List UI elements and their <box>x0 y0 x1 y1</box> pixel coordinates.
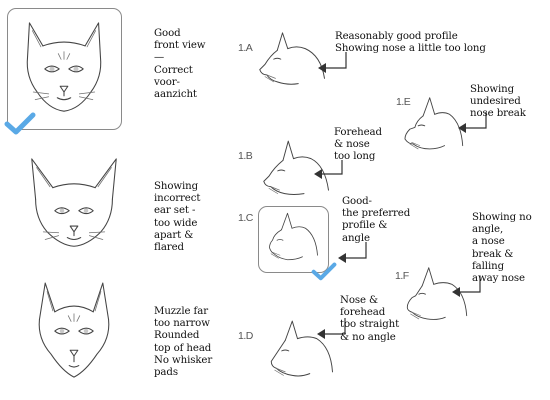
checkmark-icon <box>311 262 337 281</box>
arrow-1e <box>458 112 487 133</box>
caption-1b: Forehead & nose too long <box>334 127 382 163</box>
caption-muzzle: Muzzle far too narrow Rounded top of hea… <box>154 306 213 379</box>
label-1a: 1.A <box>238 42 253 54</box>
caption-1e: Showing undesired nose break <box>470 84 526 120</box>
caption-1f: Showing no angle, a nose break & falling… <box>472 212 532 285</box>
caption-1d: Nose & forehead too straight & no angle <box>340 295 400 343</box>
profile-1f-drawing <box>406 267 468 320</box>
checkmark-icon <box>4 112 36 135</box>
label-1e: 1.E <box>396 96 411 108</box>
caption-good-front: Good front view — Correct voor- aanzicht <box>154 28 206 101</box>
arrow-1a <box>318 52 347 73</box>
label-1b: 1.B <box>238 150 253 162</box>
caption-ear-set: Showing incorrect ear set - too wide apa… <box>154 181 201 254</box>
preferred-profile-frame <box>258 206 329 273</box>
caption-1a: Reasonably good profile Showing nose a l… <box>335 31 486 55</box>
caption-1c: Good- the preferred profile & angle <box>342 196 411 244</box>
profile-1d-drawing <box>270 320 333 377</box>
label-1f: 1.F <box>395 270 409 282</box>
flared-ears-cat-drawing <box>31 158 117 247</box>
good-front-view-frame <box>7 8 122 130</box>
profile-1b-drawing <box>263 140 329 195</box>
narrow-muzzle-cat-drawing <box>38 282 110 378</box>
good-front-cat-drawing <box>26 22 102 112</box>
profile-1e-drawing <box>404 97 464 150</box>
label-1c: 1.C <box>238 212 253 224</box>
arrow-1c <box>338 242 367 263</box>
arrow-1f <box>452 276 481 297</box>
label-1d: 1.D <box>238 330 253 342</box>
arrow-1b <box>314 160 343 179</box>
arrow-1d <box>317 318 346 339</box>
profile-1c-drawing <box>269 212 318 261</box>
